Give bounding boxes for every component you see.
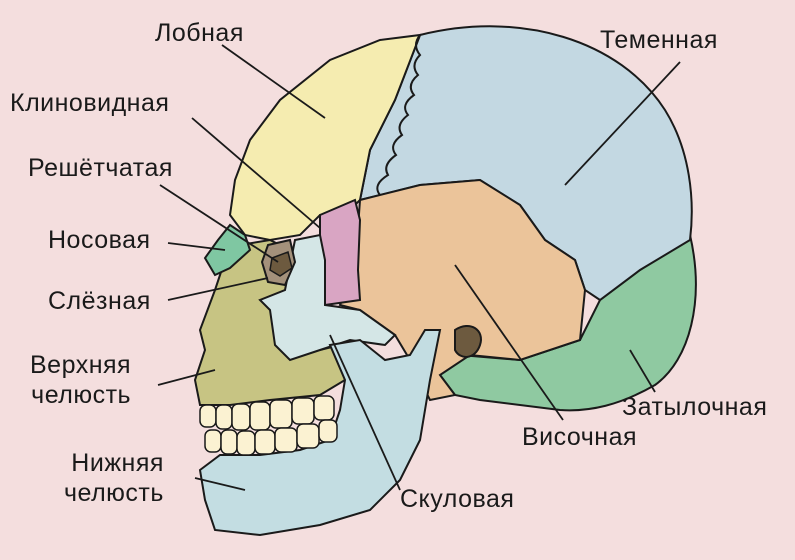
leader-lines [157, 44, 681, 491]
label-sphenoid: Клиновидная [10, 89, 170, 117]
lower-teeth [204, 419, 338, 456]
label-maxilla: Верхняя челюсть [30, 350, 131, 410]
ear-opening [454, 325, 482, 358]
label-maxilla-line2: челюсть [31, 381, 132, 409]
label-mandible-line1: Нижняя [71, 449, 164, 477]
label-occipital: Затылочная [622, 393, 768, 421]
label-maxilla-line1: Верхняя [30, 351, 132, 379]
label-lacrimal: Слёзная [48, 287, 151, 315]
frontal-bone [228, 33, 422, 242]
label-mandible-line2: челюсть [64, 479, 164, 507]
label-frontal: Лобная [155, 19, 244, 47]
upper-teeth [199, 395, 335, 431]
coronal-suture [376, 34, 422, 196]
label-parietal: Теменная [600, 26, 718, 54]
label-zygomatic: Скуловая [400, 485, 515, 513]
ethmoid-bone [269, 251, 293, 277]
label-nasal: Носовая [48, 226, 151, 254]
label-mandible: Нижняя челюсть [64, 448, 164, 508]
nasal-bone [203, 223, 252, 277]
label-ethmoid: Решётчатая [28, 154, 173, 182]
label-temporal: Височная [522, 423, 638, 451]
